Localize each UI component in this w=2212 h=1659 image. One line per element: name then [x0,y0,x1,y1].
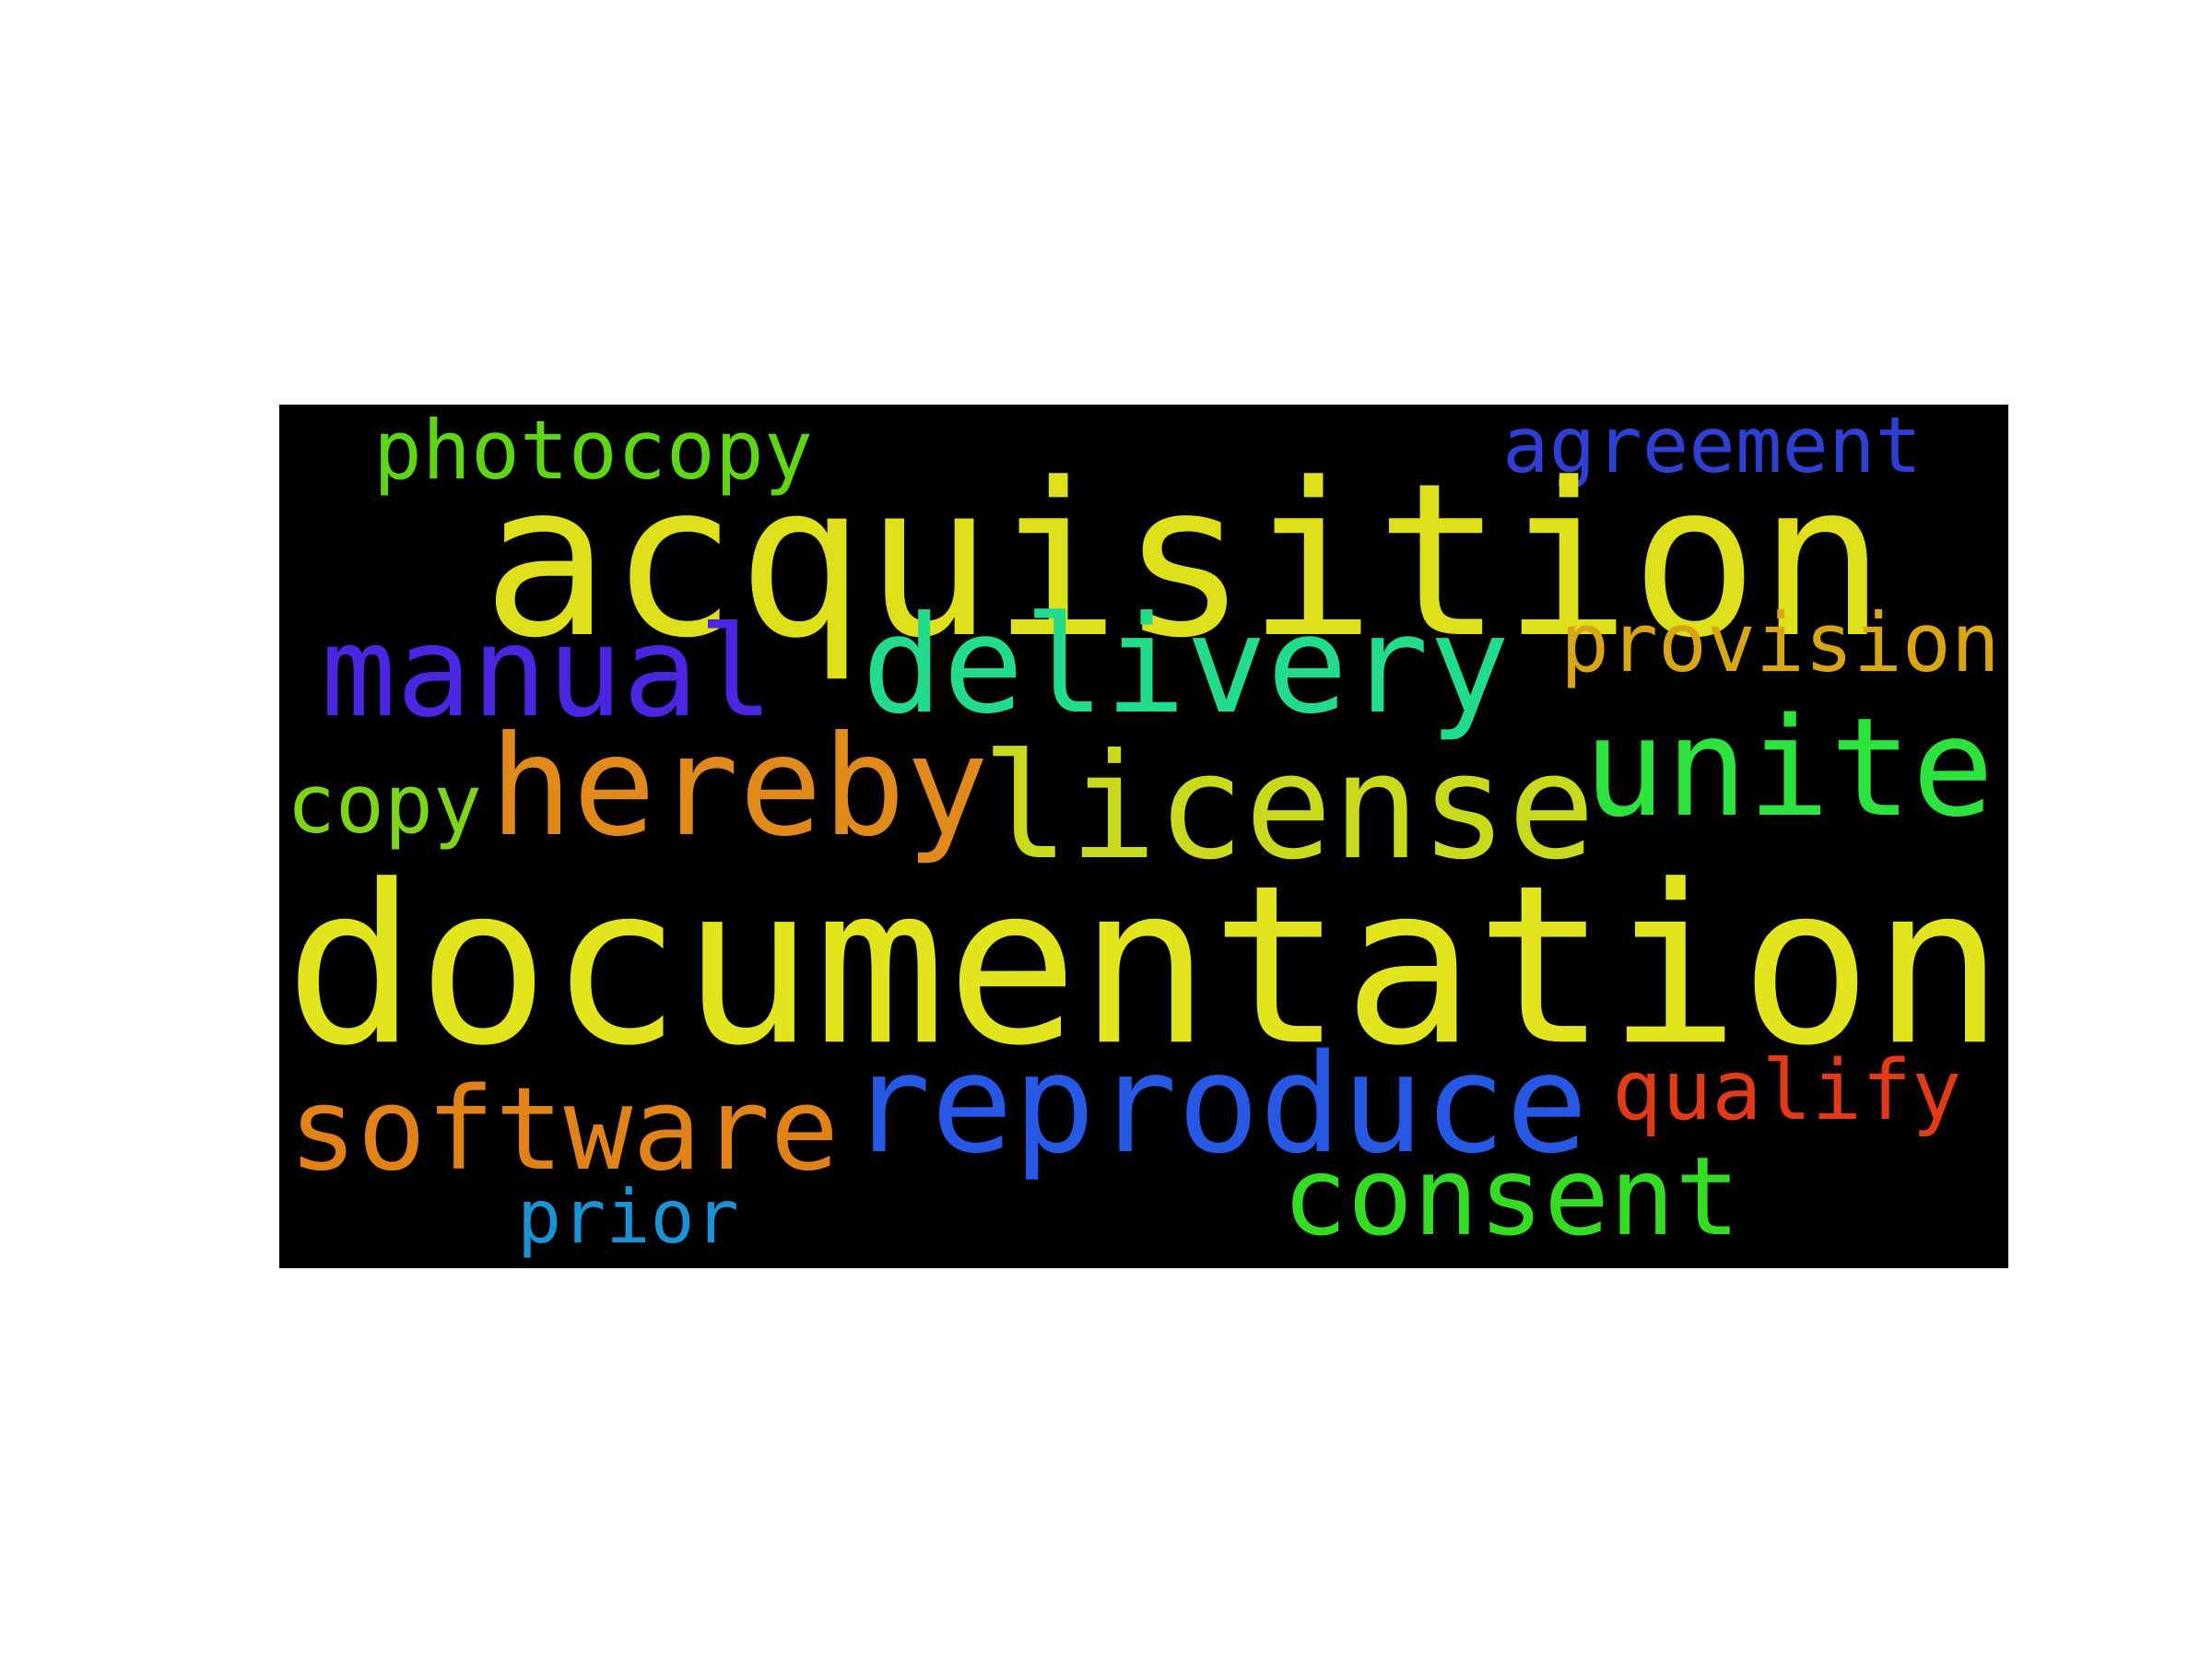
word-reproduce: reproduce [849,1025,1588,1183]
word-photocopy: photocopy [373,405,813,498]
word-manual: manual [321,600,774,746]
word-documentation: documentation [285,838,2005,1094]
word-acquisition: acquisition [482,439,1887,685]
word-license: license [982,723,1595,892]
word-agreement: agreement [1502,405,1923,490]
word-unite: unite [1583,688,1994,847]
word-consent: consent [1282,1133,1741,1260]
word-software: software [288,1064,840,1196]
word-provision: provision [1560,595,2000,690]
word-hereby: hereby [489,707,989,867]
word-cloud: photocopy agreement acquisition manual d… [279,405,2008,1268]
word-qualify: qualify [1612,1042,1962,1139]
word-delivery: delivery [862,587,1511,744]
word-prior: prior [517,1174,739,1260]
word-copy: copy [287,757,482,852]
